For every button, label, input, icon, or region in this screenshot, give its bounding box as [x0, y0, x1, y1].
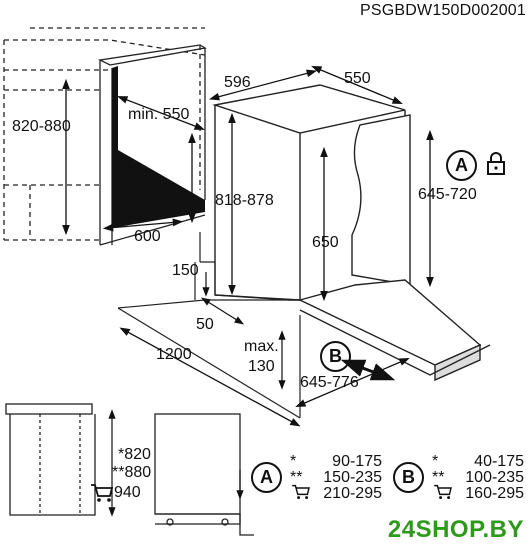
cart-icon	[434, 484, 452, 500]
table-a-value: 90-175	[332, 453, 382, 470]
dim-arrow-min550	[117, 96, 205, 130]
marker-a: A	[446, 150, 477, 181]
side-label-820: *820	[118, 446, 151, 463]
table-a-row: ** 150-235	[290, 470, 382, 486]
dim-arrow-50	[200, 297, 245, 325]
product-code: PSGBDW150D002001	[360, 2, 526, 19]
table-b-value: 100-235	[465, 469, 524, 486]
table-a-cart-icon	[290, 484, 314, 504]
dim-label-130: 130	[248, 358, 275, 375]
dim-label-650: 650	[312, 234, 339, 251]
dim-arrow-596	[208, 69, 318, 101]
dim-label-550: 550	[344, 70, 371, 87]
dim-label-645-720: 645-720	[418, 186, 477, 203]
table-b-cart-icon	[432, 484, 456, 504]
niche-wall	[112, 66, 205, 228]
dim-label-min550: min. 550	[128, 106, 190, 123]
dishwasher-door	[298, 114, 491, 382]
table-b-marker: B	[393, 462, 424, 493]
dim-label-50: 50	[196, 316, 214, 333]
dim-arrow-550	[311, 66, 403, 104]
dim-arrow-1200	[119, 327, 301, 427]
table-a-row: * 90-175	[290, 454, 382, 470]
side-label-940: 940	[114, 484, 141, 501]
dim-label-645-776: 645-776	[300, 374, 359, 391]
table-b: * 40-175 ** 100-235 160-295	[432, 454, 524, 502]
table-b-row: ** 100-235	[432, 470, 524, 486]
dim-label-818-878: 818-878	[215, 192, 274, 209]
brand-watermark: 24SHOP.BY	[387, 516, 524, 543]
table-a-value: 150-235	[323, 469, 382, 486]
table-a-star: *	[290, 453, 297, 470]
table-b-row: 160-295	[432, 484, 524, 504]
cart-icon	[91, 484, 114, 502]
table-a-row: 210-295	[290, 484, 382, 504]
lock-icon	[487, 152, 505, 175]
side-label-880: **880	[112, 464, 152, 481]
dim-label-150: 150	[172, 262, 199, 279]
dim-label-600: 600	[134, 228, 161, 245]
table-b-star: **	[432, 469, 445, 486]
table-a-value: 210-295	[323, 485, 382, 502]
dim-label-1200: 1200	[156, 346, 192, 363]
table-a-marker: A	[251, 462, 282, 493]
table-a-star: **	[290, 469, 303, 486]
table-b-row: * 40-175	[432, 454, 524, 470]
table-b-value: 40-175	[474, 453, 524, 470]
table-b-star: *	[432, 453, 439, 470]
dim-label-max: max.	[244, 338, 279, 355]
b-direction-arrow	[340, 359, 396, 381]
side-view-diagram	[5, 403, 254, 536]
cart-icon	[292, 484, 310, 500]
dim-label-820-880: 820-880	[12, 118, 71, 135]
table-b-value: 160-295	[465, 485, 524, 502]
marker-b: B	[320, 341, 351, 372]
dim-arrow-600	[102, 218, 184, 232]
dim-label-596: 596	[224, 74, 251, 91]
table-a: * 90-175 ** 150-235 210-295	[290, 454, 382, 502]
